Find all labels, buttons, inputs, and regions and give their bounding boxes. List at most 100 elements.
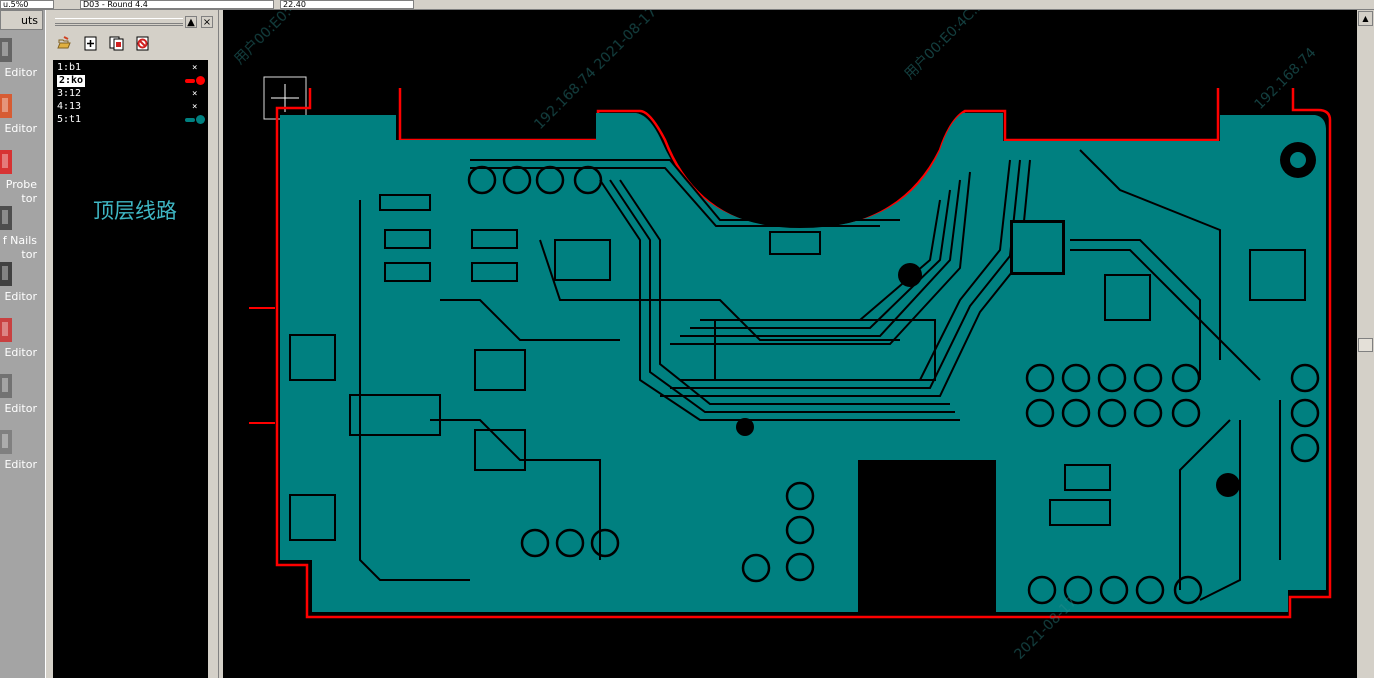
pad [1133,363,1163,393]
connector-cutout [858,460,996,615]
pad [555,528,585,558]
pad [1025,398,1055,428]
tool-label: Editor [4,458,37,471]
pad [1097,398,1127,428]
scroll-thumb[interactable] [1358,338,1373,352]
pin-button[interactable]: ▲ [185,16,197,28]
pad [1290,433,1320,463]
layer-color-swatch[interactable] [185,118,195,122]
watermark-text: 用户00:E0:4C:5B:45:68 192.168.1 [231,10,410,68]
pad [1290,398,1320,428]
component-editor-icon [0,258,14,290]
layer-hidden-mark[interactable]: × [192,102,198,112]
aperture-field[interactable]: D03 - Round 4.4 [80,0,274,9]
pad [1135,575,1165,605]
vertical-scrollbar[interactable]: ▲ [1357,10,1374,678]
trace-group [359,149,1281,601]
size-field[interactable]: 22.40 [280,0,414,9]
tool-label: Editor [4,346,37,359]
component-group [289,142,1316,541]
panel-grip-line [55,23,183,24]
splitter[interactable] [218,10,224,678]
bed-of-nails-icon [0,202,14,234]
tools-header: uts [0,10,43,30]
tool-target-editor[interactable]: Editor [0,426,45,480]
pad [1061,363,1091,393]
tool-label: Editor [4,402,37,415]
panel-grip[interactable] [55,18,183,26]
pcb-canvas[interactable]: 用户00:E0:4C:5B:45:68 192.168.1 2021-08-17… [223,10,1357,678]
copy-layer-icon[interactable] [108,35,125,52]
layer-hidden-mark[interactable]: × [192,63,198,73]
line-editor-icon [0,370,14,402]
scroll-up-button[interactable]: ▲ [1358,11,1373,26]
pad [1173,575,1203,605]
panel-titlebar[interactable]: ▲ × [51,14,213,28]
layer-name: 4:13 [57,101,82,112]
tool-label: Editor [4,290,37,303]
pad-editor-icon [0,90,14,122]
layer-row[interactable]: 2:ko [55,75,205,87]
probe-icon [0,146,14,178]
pad [590,528,620,558]
pad [1099,575,1129,605]
layer-row[interactable]: 5:t1 [55,114,205,126]
pencil-icon [0,34,14,66]
layer-visible-dot[interactable] [196,76,205,85]
tool-pad-editor[interactable]: Editor [0,90,45,144]
top-toolbar: u.5%0 D03 - Round 4.4 22.40 [0,0,1374,10]
pad [520,528,550,558]
coordinate-field[interactable]: u.5%0 [0,0,54,9]
tool-net-editor[interactable]: Editor [0,314,45,368]
layer-visible-dot[interactable] [196,115,205,124]
pad [1063,575,1093,605]
layer-hidden-mark[interactable]: × [192,89,198,99]
tool-label-line2: tor [21,192,37,205]
tool-pencil[interactable]: Editor [0,34,45,88]
pad [785,552,815,582]
layer-name: 1:b1 [57,62,82,73]
tool-label: f Nails [2,234,37,247]
pad [1133,398,1163,428]
pad [1027,575,1057,605]
copper-pour [280,113,1326,612]
net-editor-icon [0,314,14,346]
tool-label: Editor [4,66,37,79]
pad [1061,398,1091,428]
target-editor-icon [0,426,14,458]
tool-label: Probe [5,178,37,191]
delete-layer-icon[interactable] [134,35,151,52]
tool-line-editor[interactable]: Editor [0,370,45,424]
tool-label-line2: tor [21,248,37,261]
tool-label: Editor [4,122,37,135]
pad [785,515,815,545]
pad [1171,398,1201,428]
pad [741,553,771,583]
layer-name: 3:12 [57,88,82,99]
layer-caption: 顶层线路 [93,199,177,223]
pcb-drawing: 用户00:E0:4C:5B:45:68 192.168.1 2021-08-17… [231,10,1332,663]
layer-name: 5:t1 [57,114,82,125]
watermark-text: 192.168.74 [1252,45,1320,113]
pad [1290,363,1320,393]
layer-color-swatch[interactable] [185,79,195,83]
pad [1097,363,1127,393]
layer-row[interactable]: 1:b1 × [55,62,205,74]
close-button[interactable]: × [201,16,213,28]
layer-row[interactable]: 3:12 × [55,88,205,100]
crosshair-cursor [263,76,307,120]
tool-component-editor[interactable]: Editor [0,258,45,312]
layer-row[interactable]: 4:13 × [55,101,205,113]
open-icon[interactable] [56,35,73,52]
add-layer-icon[interactable] [82,35,99,52]
pad [1025,363,1055,393]
pad [785,481,815,511]
watermark-text: 用户00:E0:4C:5B [901,10,994,83]
watermark-text: 192.168.74 2021-08-17 [532,10,661,133]
layer-name: 2:ko [57,75,86,87]
